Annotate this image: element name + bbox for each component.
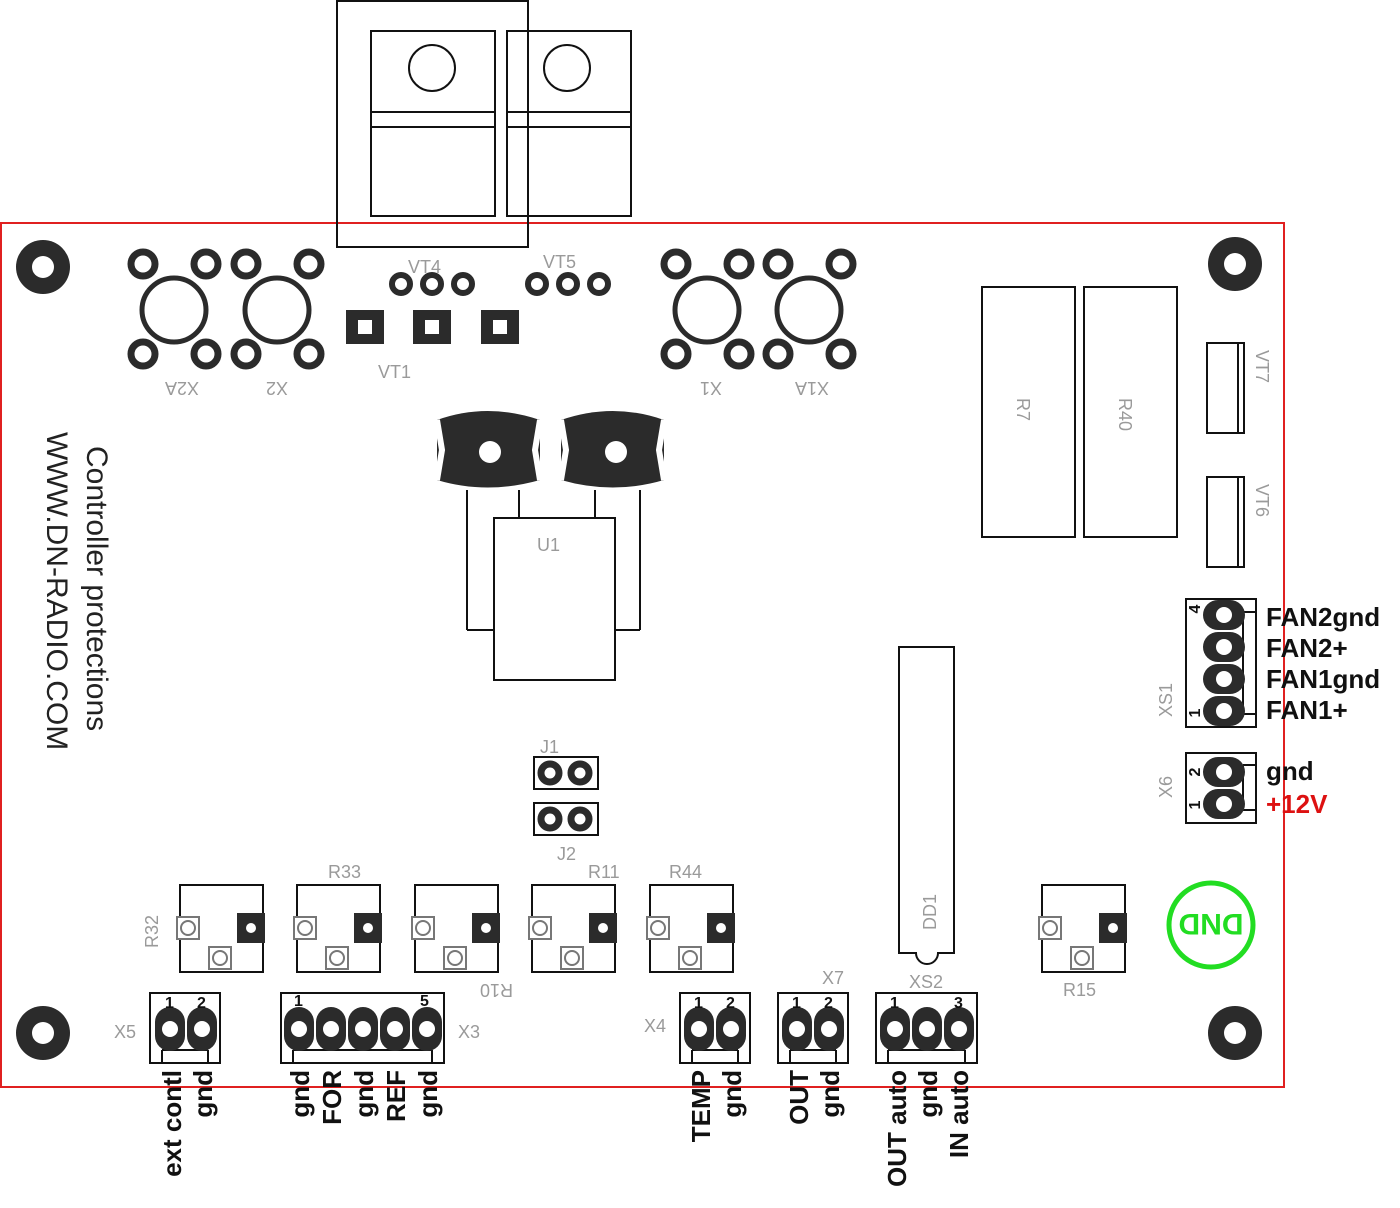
dd1-footprint (898, 646, 955, 965)
xs2-label-1: OUT auto (882, 1070, 912, 1187)
x7-label-1: OUT (784, 1070, 814, 1125)
label-r15: R15 (1063, 980, 1096, 1000)
x3-pin-1: 1 (294, 993, 303, 1010)
x6-connector (1185, 752, 1257, 824)
x3-label-2: FOR (317, 1070, 347, 1125)
label-x6: X6 (1156, 776, 1176, 798)
label-r11: R11 (588, 862, 620, 882)
x3-label-4: REF (381, 1070, 411, 1122)
x4-pin-1: 1 (694, 995, 703, 1012)
board-title-line1: Controller protections (80, 446, 113, 731)
label-vt4: VT4 (408, 257, 441, 277)
x4-label-1: TEMP (686, 1070, 716, 1142)
vt4-vt5-pads (389, 272, 611, 296)
label-x3: X3 (458, 1022, 480, 1042)
fan-label-2: FAN2+ (1266, 633, 1348, 663)
label-r40: R40 (1115, 398, 1135, 431)
heatsink-transistors (336, 0, 632, 248)
label-vt5: VT5 (543, 252, 576, 272)
bottom-connectors (149, 992, 978, 1064)
x4-label-2: gnd (717, 1070, 747, 1118)
x3-label-3: gnd (349, 1070, 379, 1118)
label-r10: R10 (480, 980, 513, 1000)
jumpers (533, 756, 599, 836)
x3-pin-5: 5 (420, 993, 429, 1010)
xs2-pin-1: 1 (890, 995, 899, 1012)
label-x2: X2 (266, 378, 288, 398)
x5-label-1: ext contl (157, 1070, 187, 1177)
bottom-pin-numbers: 1 2 1 5 1 2 1 2 1 3 (165, 993, 963, 1012)
power-label-12v: +12V (1266, 789, 1328, 819)
x4-pin-2: 2 (726, 995, 735, 1012)
label-r33: R33 (328, 862, 361, 882)
power-resistors (981, 286, 1178, 538)
x5-label-2: gnd (188, 1070, 218, 1118)
label-vt6: VT6 (1252, 484, 1272, 517)
xs2-label-3: IN auto (944, 1070, 974, 1158)
x7-label-2: gnd (815, 1070, 845, 1118)
label-r32: R32 (142, 915, 162, 948)
label-xs1: XS1 (1156, 683, 1176, 717)
label-vt1: VT1 (378, 362, 411, 382)
x6-pin-1: 1 (1187, 800, 1204, 809)
fan-labels: FAN2gnd FAN2+ FAN1gnd FAN1+ (1266, 602, 1380, 725)
logo-text: DND (1179, 907, 1244, 940)
label-j1: J1 (540, 737, 559, 757)
xs1-pin-4: 4 (1187, 604, 1204, 613)
x7-pin-1: 1 (792, 995, 801, 1012)
label-x1: X1 (700, 378, 722, 398)
dnd-logo: DND (1166, 880, 1256, 970)
label-r7: R7 (1013, 398, 1033, 421)
fan-label-4: FAN1+ (1266, 695, 1348, 725)
label-x7: X7 (822, 968, 844, 988)
bottom-function-labels: ext contl gnd gnd FOR gnd REF gnd TEMP g… (157, 1070, 974, 1187)
button-labels: X2A X2 X1 X1A (165, 378, 829, 398)
power-label-gnd: gnd (1266, 756, 1314, 786)
x5-pin-2: 2 (197, 995, 206, 1012)
x3-label-5: gnd (413, 1070, 443, 1118)
x7-pin-2: 2 (824, 995, 833, 1012)
mounting-holes (16, 237, 1262, 1060)
label-xs2: XS2 (909, 972, 943, 992)
label-dd1: DD1 (920, 894, 940, 930)
label-r44: R44 (669, 862, 702, 882)
label-vt7: VT7 (1252, 350, 1272, 383)
board-title-line2: WWW.DN-RADIO.COM (40, 432, 73, 750)
board-outline (0, 222, 1285, 1088)
label-u1: U1 (537, 535, 560, 555)
xs2-pin-3: 3 (954, 995, 963, 1012)
xs1-connector (1185, 598, 1257, 728)
label-j2: J2 (557, 844, 576, 864)
vt1-pads (346, 310, 519, 344)
x3-label-1: gnd (285, 1070, 315, 1118)
label-x4: X4 (644, 1016, 666, 1036)
xs1-pin-1: 1 (1187, 708, 1204, 717)
x6-pin-2: 2 (1187, 767, 1204, 776)
label-x5: X5 (114, 1022, 136, 1042)
fan-label-1: FAN2gnd (1266, 602, 1380, 632)
trimmer-pads (176, 913, 1127, 970)
xs2-label-2: gnd (913, 1070, 943, 1118)
fan-label-3: FAN1gnd (1266, 664, 1380, 694)
u1-footprint (434, 411, 667, 681)
x5-pin-1: 1 (165, 995, 174, 1012)
vt6-vt7-footprints (1206, 342, 1245, 568)
label-x2a: X2A (165, 378, 199, 398)
label-x1a: X1A (795, 378, 829, 398)
button-connectors (127, 248, 857, 370)
